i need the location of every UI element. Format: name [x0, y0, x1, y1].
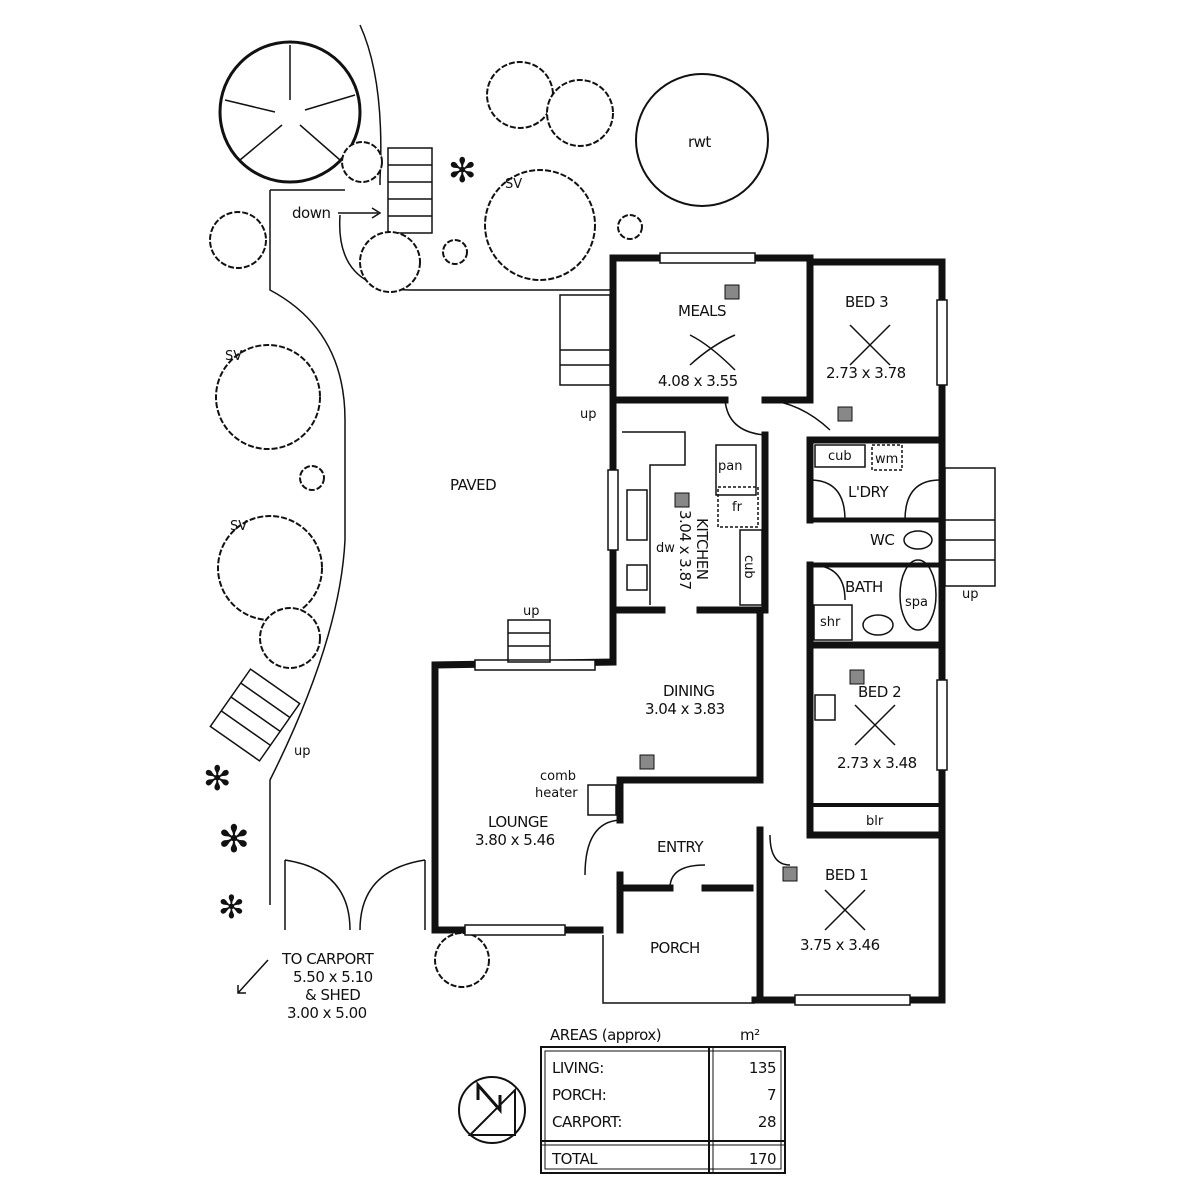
room-bed3-dims: 2.73 x 3.78: [826, 364, 906, 382]
plant-icon: ✻: [218, 817, 250, 861]
carport-note-2: 5.50 x 5.10: [293, 968, 373, 986]
pantry-label: pan: [718, 459, 742, 474]
room-bed2-dims: 2.73 x 3.48: [837, 754, 917, 772]
rainwater-tank-label: rwt: [688, 133, 711, 151]
area-value-porch: 7: [767, 1086, 776, 1104]
built-in-robe-label: blr: [866, 814, 884, 829]
sv-label: SV: [230, 519, 247, 534]
room-bed1-name: BED 1: [825, 866, 868, 884]
plant-icon: ✻: [218, 888, 245, 926]
room-porch-name: PORCH: [650, 939, 700, 957]
room-meals-name: MEALS: [678, 302, 726, 320]
plant-icon: ✻: [448, 151, 477, 191]
up-label: up: [523, 604, 540, 619]
up-label: up: [962, 587, 979, 602]
carport-note-1: TO CARPORT: [281, 950, 375, 968]
areas-table: AREAS (approx) m² LIVING: 135 PORCH: 7 C…: [540, 1026, 786, 1174]
room-laundry-name: L'DRY: [848, 483, 889, 501]
room-lounge-dims: 3.80 x 5.46: [475, 831, 555, 849]
area-value-carport: 28: [758, 1113, 776, 1131]
dishwasher-label: dw: [656, 541, 675, 556]
room-bed1-dims: 3.75 x 3.46: [800, 936, 880, 954]
area-label-total: TOTAL: [551, 1150, 598, 1168]
area-value-living: 135: [749, 1059, 776, 1077]
area-value-total: 170: [749, 1150, 776, 1168]
up-label: up: [294, 744, 311, 759]
down-label: down: [292, 204, 330, 222]
paved-label: PAVED: [450, 476, 496, 494]
carport-note-4: 3.00 x 5.00: [287, 1004, 367, 1022]
fridge-label: fr: [732, 500, 743, 515]
room-bath-name: BATH: [845, 578, 883, 596]
room-kitchen-dims: 3.04 x 3.87: [676, 510, 694, 590]
walls: [431, 252, 996, 1006]
landscape: rwt SV SV SV ✻ ✻ ✻ ✻: [203, 24, 769, 994]
room-lounge-name: LOUNGE: [488, 813, 548, 831]
up-label: up: [580, 407, 597, 422]
room-entry-name: ENTRY: [657, 838, 704, 856]
areas-title: AREAS (approx): [550, 1026, 661, 1044]
sv-label: SV: [225, 349, 242, 364]
sv-label: SV: [505, 177, 522, 192]
areas-unit: m²: [740, 1026, 760, 1044]
shower-label: shr: [820, 615, 841, 630]
room-dining-dims: 3.04 x 3.83: [645, 700, 725, 718]
area-label-living: LIVING:: [552, 1059, 604, 1077]
north-arrow-icon: [458, 1076, 526, 1144]
laundry-cupboard-label: cub: [828, 449, 852, 464]
room-wc-name: WC: [870, 531, 894, 549]
room-bed3-name: BED 3: [845, 293, 888, 311]
washing-machine-label: wm: [875, 452, 898, 467]
heater-label-1: comb: [540, 769, 576, 784]
room-dining-name: DINING: [663, 682, 714, 700]
spa-label: spa: [905, 595, 928, 610]
carport-note-3: & SHED: [305, 986, 360, 1004]
cupboard-label: cub: [741, 555, 756, 579]
room-meals-dims: 4.08 x 3.55: [658, 372, 738, 390]
plant-icon: ✻: [203, 759, 232, 799]
heater-label-2: heater: [535, 786, 578, 801]
room-kitchen-name: KITCHEN: [693, 518, 711, 580]
room-bed2-name: BED 2: [858, 683, 901, 701]
area-label-porch: PORCH:: [552, 1086, 606, 1104]
area-label-carport: CARPORT:: [552, 1113, 622, 1131]
